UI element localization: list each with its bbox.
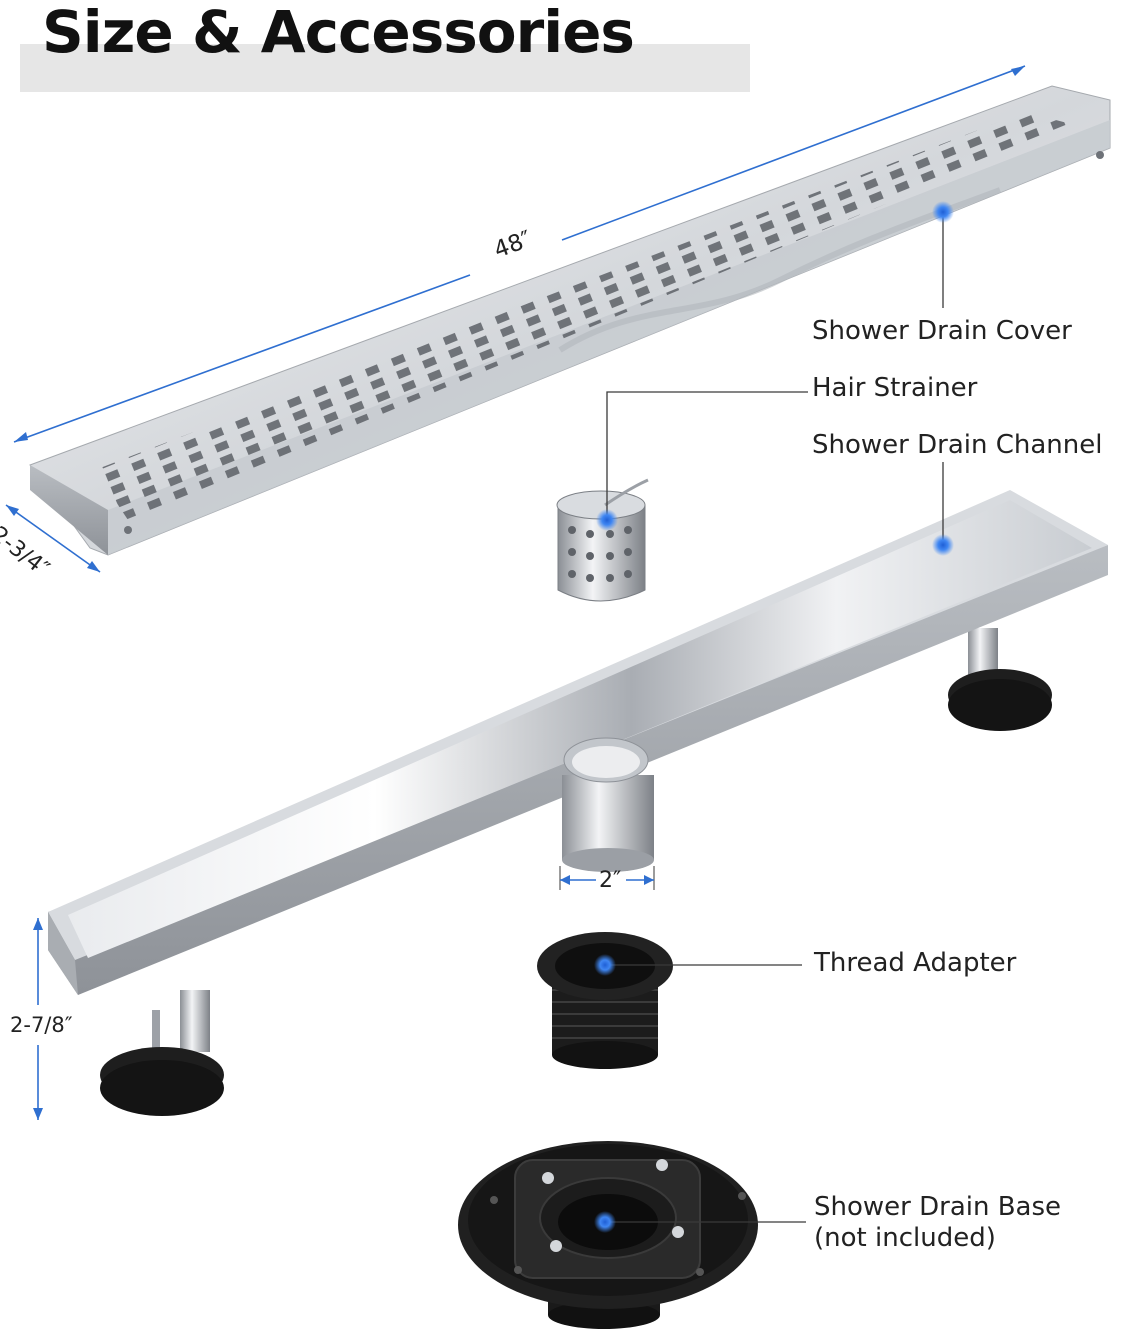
length-dimension (13, 65, 1026, 443)
height-dimension (33, 918, 43, 1120)
cover-width-dimension (5, 504, 101, 573)
hair-strainer-label: Hair Strainer (812, 373, 978, 403)
page-title: Size & Accessories (42, 0, 635, 66)
shower-drain-channel-image (48, 490, 1108, 1116)
hair-strainer-image (556, 478, 649, 602)
outlet-diameter-label: 2″ (599, 868, 622, 893)
adapter-leader (594, 954, 802, 976)
shower-drain-base-note: (not included) (814, 1223, 996, 1253)
cover-leader (932, 201, 954, 308)
shower-drain-base-image (458, 1141, 758, 1329)
thread-adapter-label: Thread Adapter (814, 948, 1017, 978)
shower-drain-cover-image (29, 85, 1111, 556)
shower-drain-base-label: Shower Drain Base (814, 1192, 1062, 1222)
base-leader (594, 1211, 806, 1233)
thread-adapter-image (537, 932, 673, 1069)
channel-leader (932, 462, 954, 556)
height-label: 2-7/8″ (10, 1013, 73, 1037)
strainer-leader (596, 391, 808, 531)
shower-drain-cover-label: Shower Drain Cover (812, 316, 1072, 346)
shower-drain-channel-label: Shower Drain Channel (812, 430, 1103, 460)
outlet-dimension (559, 866, 655, 890)
title-band (20, 44, 750, 92)
